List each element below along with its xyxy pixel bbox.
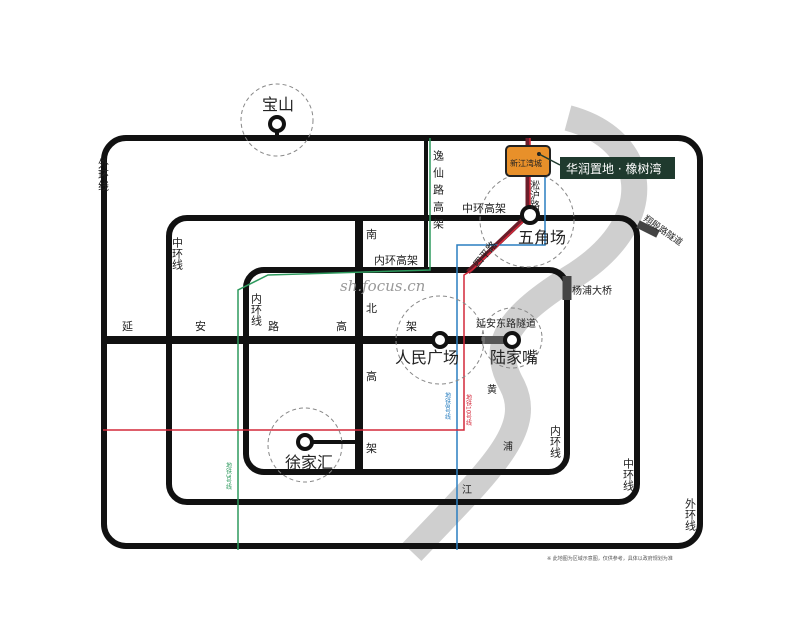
metro-line-3: [237, 138, 431, 550]
label-inner-ring-w: 内环线: [250, 292, 263, 326]
label-nanbei-1: 南: [366, 228, 377, 241]
label-outer-ring-se: 外环线: [684, 498, 697, 531]
label-middle-ring-elevated: 中环高架: [462, 201, 506, 215]
xinjiangwan-marker[interactable]: 新江湾城: [505, 145, 561, 177]
label-yanan-3: 路: [268, 320, 279, 333]
label-middle-ring-e: 中环线: [622, 458, 635, 491]
label-yanan-1: 延: [122, 320, 133, 333]
footnote: ※ 此地图为区域示意图，仅供参考，具体以政府规划为准: [547, 555, 673, 562]
station-xujiahui[interactable]: [296, 433, 314, 451]
label-baoshan: 宝山: [262, 95, 294, 114]
siping-road: [466, 213, 530, 274]
station-wujiaochang[interactable]: [520, 205, 540, 225]
label-nanbei-4: 架: [366, 442, 377, 455]
wujiaochang-area: [479, 172, 575, 268]
project-label-box[interactable]: [560, 157, 675, 179]
station-baoshan[interactable]: [268, 115, 286, 133]
middle-ring-road: [166, 215, 640, 505]
label-xinjiangwan: 新江湾城: [510, 158, 542, 168]
label-yixian: 逸仙路高架: [432, 150, 445, 235]
xiangyin-tunnel: [636, 220, 660, 238]
label-inner-ring-e: 内环线: [549, 424, 562, 458]
label-songhu: 淞沪路: [528, 180, 540, 211]
label-outer-ring-nw: 外环线: [97, 158, 110, 191]
label-metro-8: 地铁8号线: [444, 391, 451, 420]
label-yanan-tunnel: 延安东路隧道: [476, 317, 536, 330]
metro-line-10: [103, 138, 531, 431]
label-yanan-4: 高: [336, 319, 347, 333]
xujiahui-area: [267, 407, 343, 483]
label-lujiazui: 陆家嘴: [490, 348, 538, 367]
label-inner-ring-elevated: 内环高架: [374, 253, 418, 267]
station-lujiazui[interactable]: [503, 331, 521, 349]
label-river-3: 江: [462, 484, 472, 496]
project-label: 华润置地 · 橡树湾: [566, 161, 661, 176]
watermark: sh.focus.cn: [340, 277, 425, 295]
label-nanbei-3: 高: [366, 369, 377, 383]
station-renmin[interactable]: [431, 331, 449, 349]
lujiazui-area: [481, 307, 543, 369]
label-middle-ring-w: 中环线: [171, 237, 184, 270]
label-renmin: 人民广场: [395, 348, 459, 367]
label-metro-3: 地铁3号线: [225, 461, 232, 490]
metro-line-8: [456, 172, 546, 550]
renmin-area: [395, 295, 485, 385]
label-river-1: 黄: [487, 383, 497, 396]
label-river-2: 浦: [503, 440, 513, 453]
label-yanan-2: 安: [195, 319, 206, 333]
label-xujiahui: 徐家汇: [285, 453, 333, 472]
label-yangpu-bridge: 杨浦大桥: [572, 284, 612, 297]
label-metro-10: 地铁10号线: [465, 393, 472, 426]
label-wujiaochang: 五角场: [518, 228, 566, 247]
baoshan-area: [240, 83, 314, 157]
label-nanbei-2: 北: [366, 302, 377, 315]
label-yanan-5: 架: [406, 320, 417, 333]
